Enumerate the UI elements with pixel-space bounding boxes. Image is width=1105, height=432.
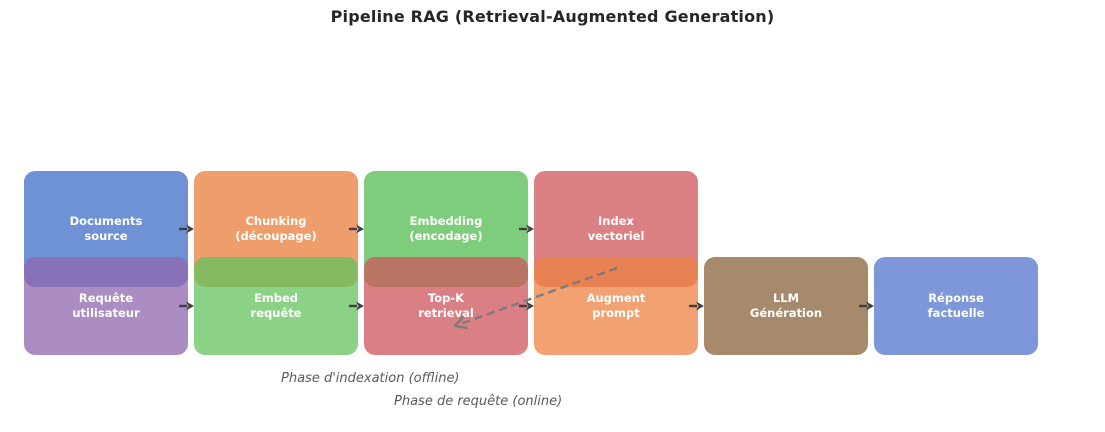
box-label: Embed requête xyxy=(250,291,302,320)
box-augment-prompt: Augment prompt xyxy=(534,257,698,355)
box-label: Index vectoriel xyxy=(587,214,645,243)
box-label: Chunking (découpage) xyxy=(235,214,317,243)
box-reponse-factuelle: Réponse factuelle xyxy=(874,257,1038,355)
box-label: Requête utilisateur xyxy=(72,291,140,320)
box-label: Embedding (encodage) xyxy=(409,214,483,243)
box-embed-requete: Embed requête xyxy=(194,257,358,355)
box-label: Documents source xyxy=(69,214,143,243)
box-llm-generation: LLM Génération xyxy=(704,257,868,355)
box-requete-utilisateur: Requête utilisateur xyxy=(24,257,188,355)
diagram-title: Pipeline RAG (Retrieval-Augmented Genera… xyxy=(330,7,775,26)
box-label: LLM Génération xyxy=(749,291,823,320)
box-topk-retrieval: Top-K retrieval xyxy=(364,257,528,355)
box-label: Augment prompt xyxy=(586,291,646,320)
box-label: Réponse factuelle xyxy=(927,291,985,320)
online-phase-label: Phase de requête (online) xyxy=(394,394,563,409)
offline-phase-label: Phase d'indexation (offline) xyxy=(281,371,460,386)
box-label: Top-K retrieval xyxy=(418,291,474,320)
